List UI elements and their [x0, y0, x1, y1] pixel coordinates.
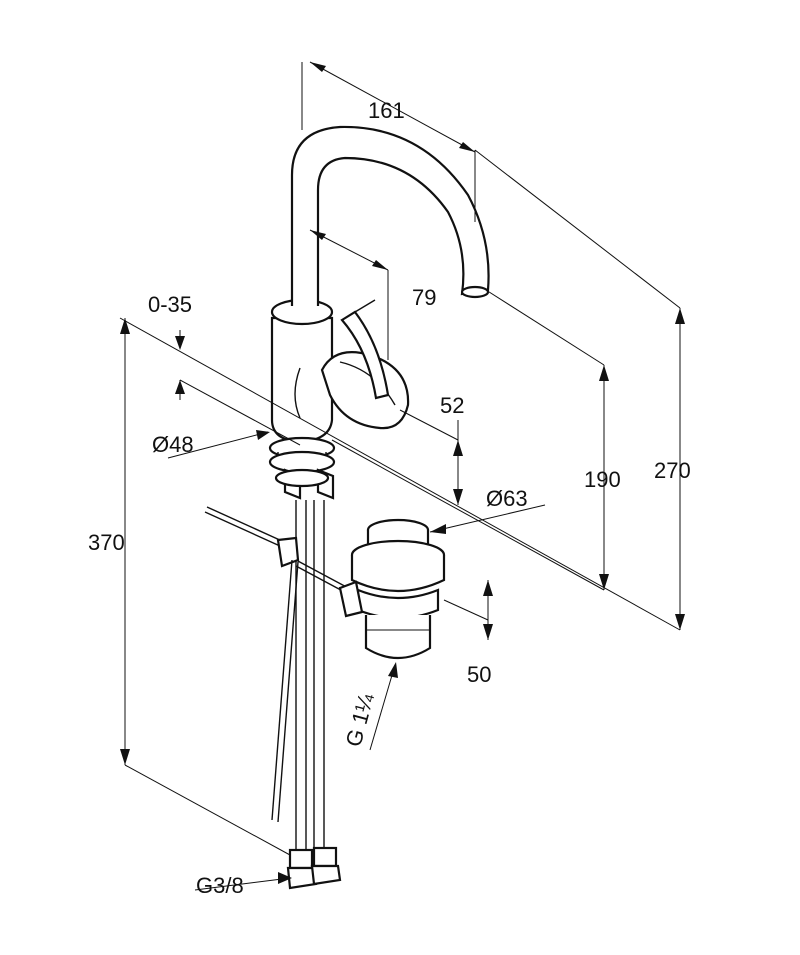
dim-spout-reach: 161: [368, 98, 405, 123]
dimension-labels: 161 79 0-35 52 Ø48 Ø63 190 270 370 50 G …: [88, 98, 691, 898]
dim-hose-thread: G3/8: [196, 873, 244, 898]
dim-hose-length: 370: [88, 530, 125, 555]
dim-total-height: 270: [654, 458, 691, 483]
dim-body-diameter: Ø48: [152, 432, 194, 457]
dim-spout-to-lever: 79: [412, 285, 436, 310]
faucet-body: [268, 125, 490, 500]
dim-drain-diameter: Ø63: [486, 486, 528, 511]
drain-valve: [338, 518, 446, 659]
dim-lever-height: 52: [440, 393, 464, 418]
dim-mount-thickness: 0-35: [148, 292, 192, 317]
pop-up-rod: [204, 506, 353, 823]
dimension-lines: [119, 61, 685, 891]
dim-spout-height: 190: [584, 467, 621, 492]
dim-drain-body: 50: [467, 662, 491, 687]
